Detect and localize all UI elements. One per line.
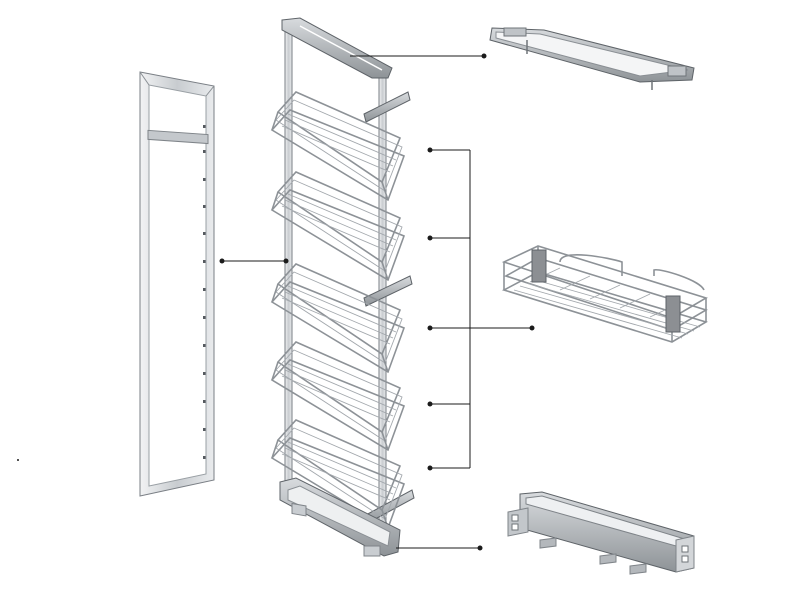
side-frame (139, 71, 215, 497)
leader-dot (283, 258, 289, 264)
pantry-basket (270, 171, 406, 282)
pantry-basket (270, 341, 406, 452)
bottom-slide (507, 491, 695, 575)
leader-dot (477, 545, 483, 551)
wire-basket-detail (501, 245, 708, 343)
stray-mark (17, 459, 19, 461)
pantry-basket (270, 263, 406, 374)
leader-lines (17, 53, 535, 551)
pantry-basket (270, 91, 406, 202)
leader-dot (219, 258, 225, 264)
pantry-unit (270, 17, 415, 557)
leader-basket-bracket (427, 147, 535, 471)
top-rail (489, 27, 695, 90)
frame-mounting-holes (203, 125, 206, 459)
leader-dot (481, 53, 487, 59)
